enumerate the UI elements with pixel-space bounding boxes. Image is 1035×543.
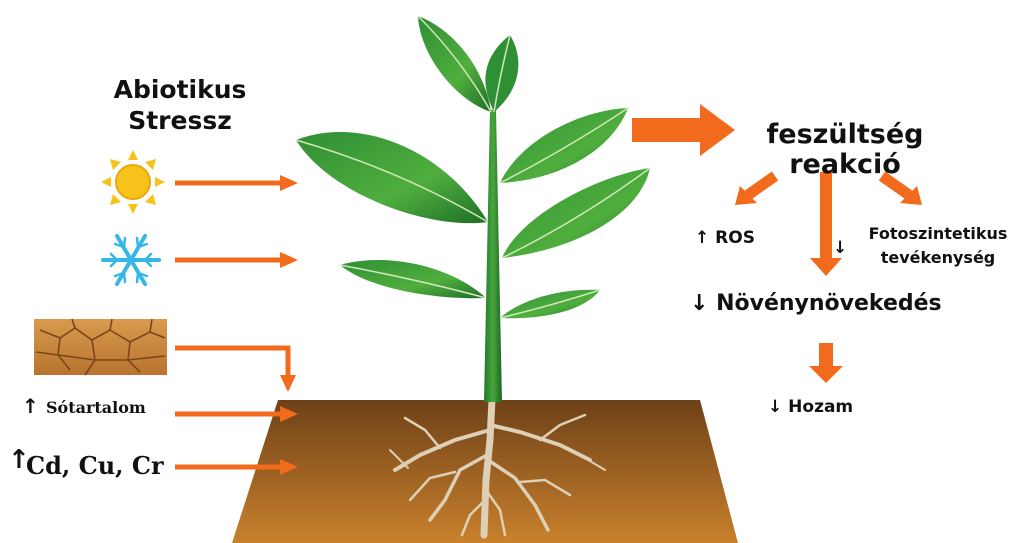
snowflake-icon	[103, 236, 159, 284]
ros-label: ↑ ROS	[695, 228, 755, 248]
leaves	[296, 16, 650, 318]
sun-icon	[101, 150, 165, 214]
title-line-2: Stressz	[100, 105, 260, 136]
photosynthesis-label: Fotoszintetikus tevékenység	[843, 222, 1033, 270]
diagram-title: Abiotikus Stressz	[100, 74, 260, 136]
arrow-to-yield	[809, 343, 843, 383]
drought-arrow	[175, 348, 296, 392]
salt-label: Sótartalom	[46, 398, 146, 417]
stem	[484, 110, 502, 402]
response-line-1: feszültség	[720, 120, 970, 150]
yield-label: ↓ Hozam	[768, 397, 853, 417]
stress-response-label: feszültség reakció	[720, 120, 970, 180]
arrow-to-growth	[810, 172, 842, 276]
metal-label: Cd, Cu, Cr	[26, 451, 164, 480]
photosynthesis-line-2: tevékenység	[843, 246, 1033, 270]
arrow-to-photosynthesis	[882, 176, 922, 205]
title-line-1: Abiotikus	[100, 74, 260, 105]
heat-arrow	[175, 175, 298, 191]
cracked-soil-icon	[34, 319, 167, 375]
salt-up-arrow: ↑	[22, 394, 39, 418]
arrow-to-ros	[735, 176, 775, 205]
photosynthesis-line-1: Fotoszintetikus	[843, 222, 1033, 246]
response-line-2: reakció	[720, 150, 970, 180]
growth-label: ↓ Növénynövekedés	[690, 291, 942, 316]
cold-arrow	[175, 252, 298, 268]
